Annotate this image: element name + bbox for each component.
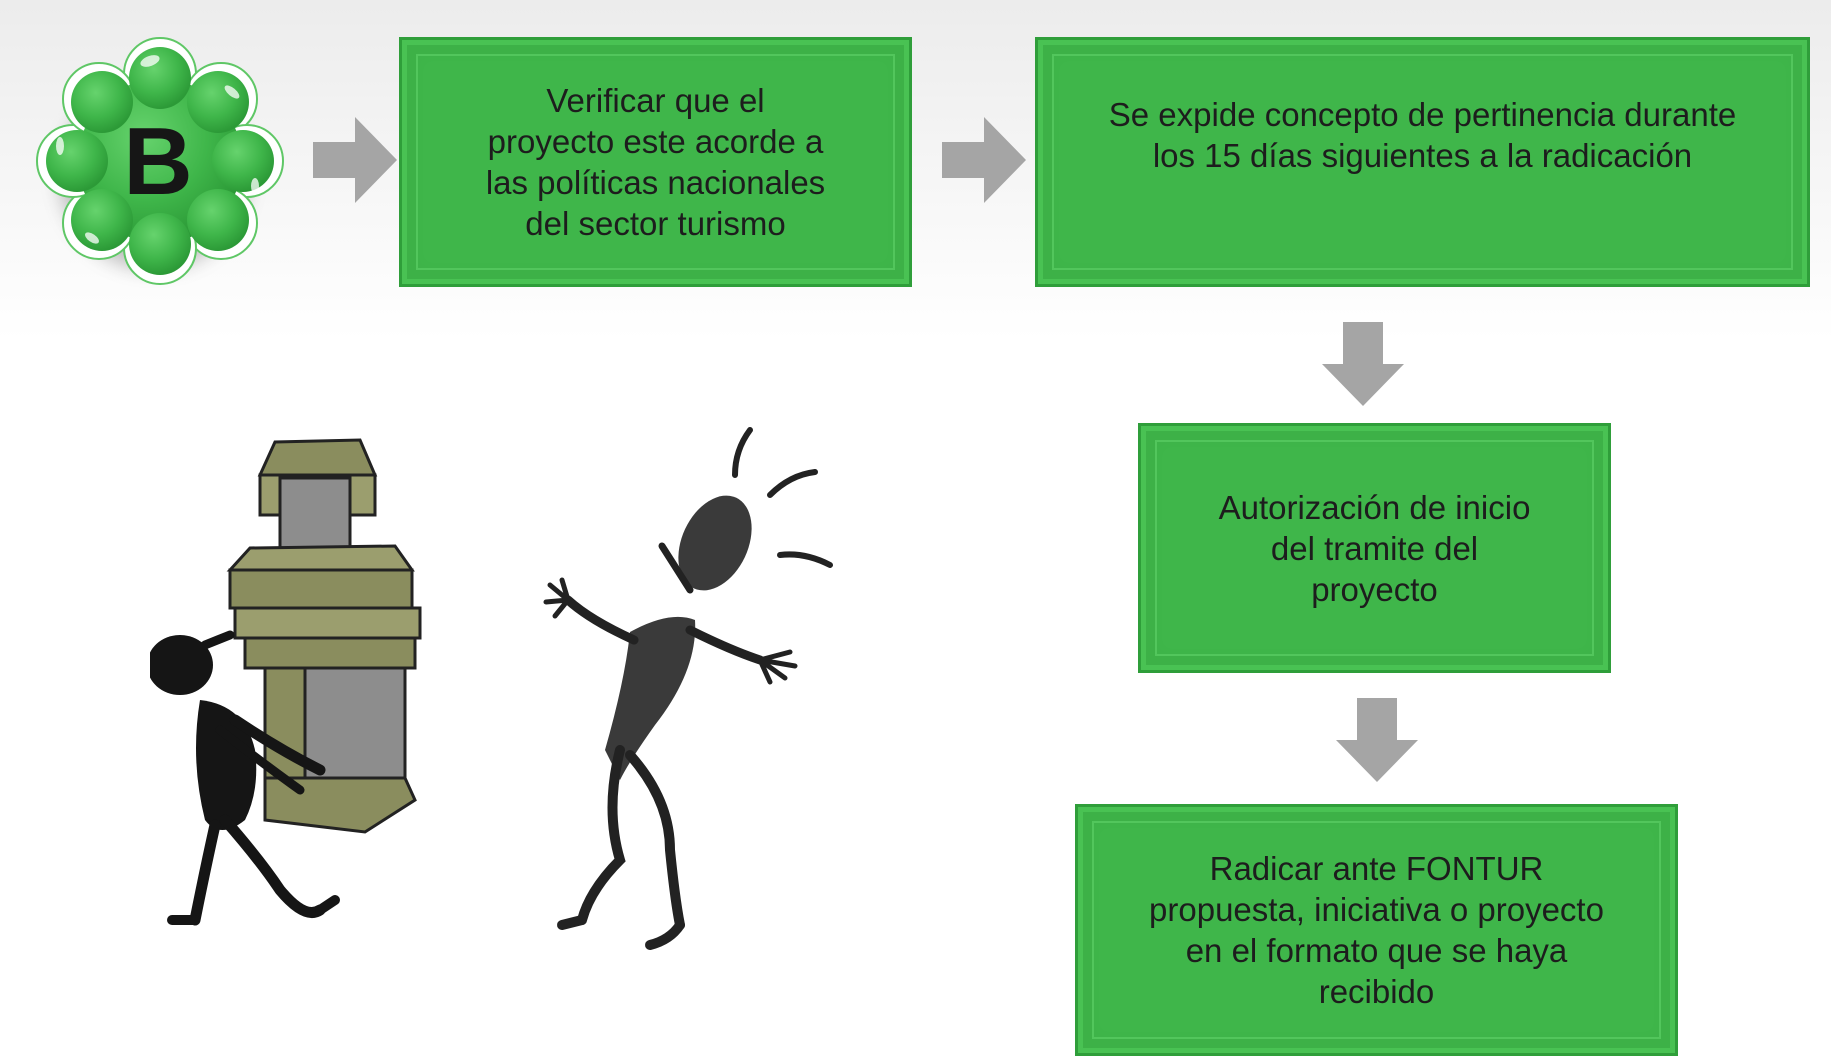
step-box-verify: Verificar que el proyecto este acorde a … [399,37,912,287]
arrow-down-2 [1336,698,1418,782]
step-text-authorization: Autorización de inicio del tramite del p… [1218,488,1531,608]
step-text-verify: Verificar que el proyecto este acorde a … [485,82,826,242]
arrow-right-2 [942,117,1026,203]
clipart-illustration [150,427,833,950]
step-text-file: Radicar ante FONTUR propuesta, iniciativ… [1149,850,1604,1010]
arrow-right-1 [313,117,397,203]
step-box-concept: Se expide concepto de pertinencia durant… [1035,37,1810,287]
badge-letter: B [123,108,192,215]
step-text-concept: Se expide concepto de pertinencia durant… [1108,96,1737,174]
arrow-down-1 [1322,322,1404,406]
step-box-file: Radicar ante FONTUR propuesta, iniciativ… [1075,804,1678,1056]
badge-highlights [56,55,259,244]
surprised-figure [543,427,833,950]
step-badge: B [36,37,284,285]
box-carrier-figure [150,438,422,926]
step-box-authorization: Autorización de inicio del tramite del p… [1138,423,1611,673]
